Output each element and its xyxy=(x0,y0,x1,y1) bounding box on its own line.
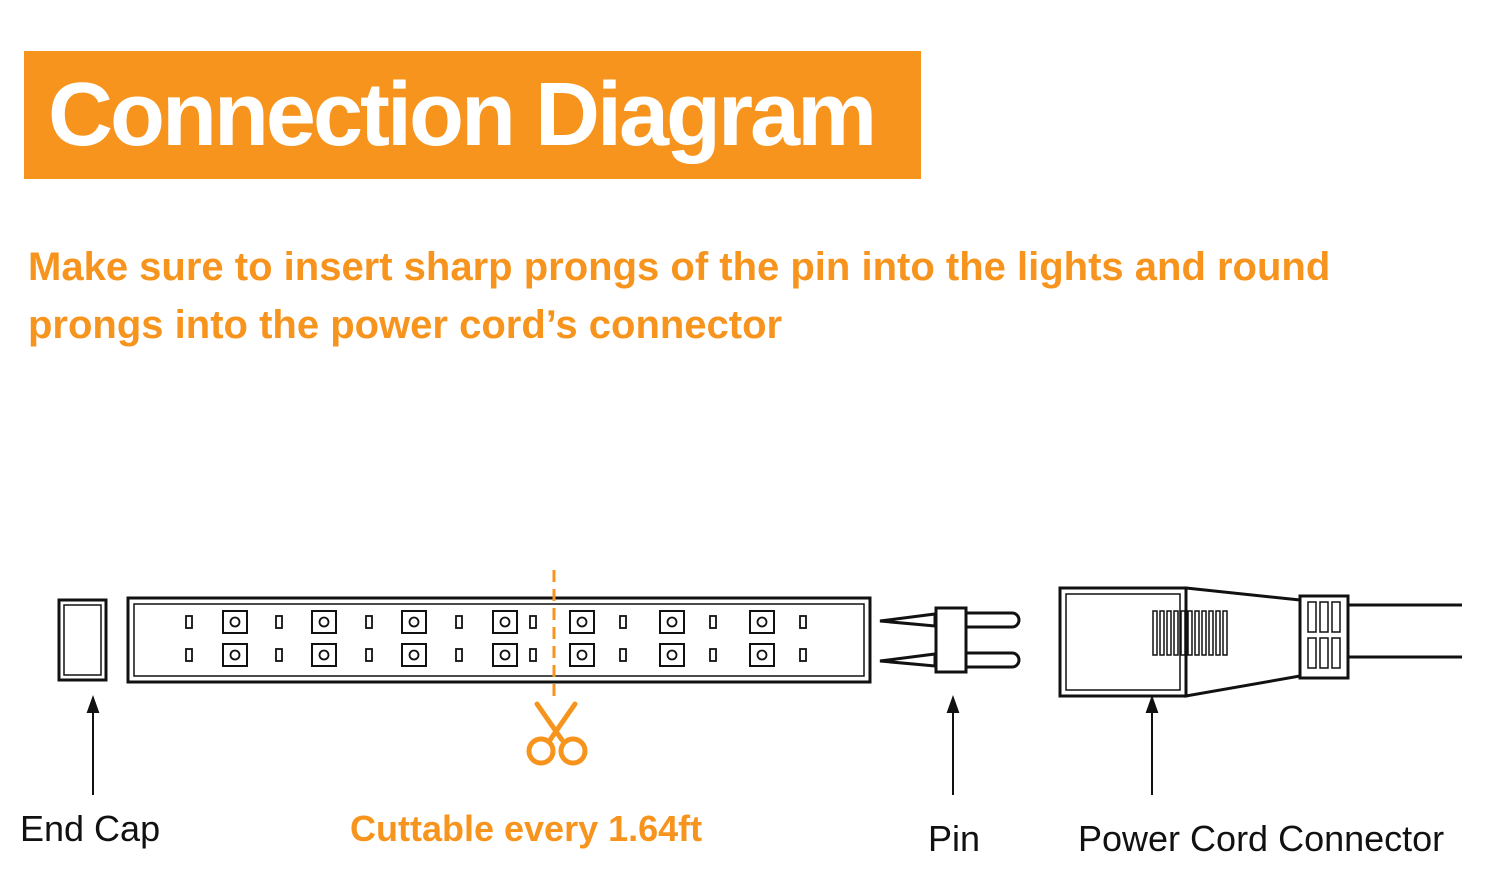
page-title: Connection Diagram xyxy=(48,65,877,165)
connector-fin xyxy=(1319,637,1329,669)
led-chip xyxy=(492,610,518,634)
led-chip xyxy=(569,643,595,667)
grip-ridge xyxy=(1222,610,1228,656)
resistor-chip xyxy=(365,615,373,629)
resistor-chip xyxy=(619,615,627,629)
led-strip xyxy=(126,596,872,684)
connector-fin xyxy=(1319,601,1329,633)
resistor-chip xyxy=(529,615,537,629)
resistor-chip xyxy=(185,648,193,662)
instruction-text: Make sure to insert sharp prongs of the … xyxy=(28,245,1331,347)
title-banner: Connection Diagram xyxy=(24,51,921,179)
grip-ridge xyxy=(1152,610,1158,656)
pointer-arrows xyxy=(86,695,1159,795)
resistor-chip xyxy=(709,615,717,629)
grip-ridges xyxy=(1152,610,1228,656)
grip-ridge xyxy=(1180,610,1186,656)
resistor-chip xyxy=(709,648,717,662)
resistor-chip xyxy=(529,648,537,662)
grip-ridge xyxy=(1194,610,1200,656)
pin-label: Pin xyxy=(928,818,981,859)
grip-ridge xyxy=(1173,610,1179,656)
grip-ridge xyxy=(1208,610,1214,656)
connector-fins xyxy=(1307,601,1341,669)
led-chip-row xyxy=(185,610,807,667)
resistor-chip xyxy=(185,615,193,629)
power-cord-connector-label: Power Cord Connector xyxy=(1078,818,1445,859)
resistor-chip xyxy=(275,648,283,662)
end-cap xyxy=(57,598,108,682)
connector-fin xyxy=(1307,637,1317,669)
grip-ridge xyxy=(1166,610,1172,656)
resistor-chip xyxy=(619,648,627,662)
resistor-chip xyxy=(455,615,463,629)
grip-ridge xyxy=(1215,610,1221,656)
led-chip xyxy=(222,610,248,634)
pin xyxy=(879,606,1021,674)
led-chip xyxy=(659,610,685,634)
connector-fin xyxy=(1331,601,1341,633)
led-chip xyxy=(311,610,337,634)
led-chip xyxy=(749,643,775,667)
connector-fin xyxy=(1331,637,1341,669)
led-chip xyxy=(401,610,427,634)
end-cap-label: End Cap xyxy=(20,808,161,849)
resistor-chip xyxy=(799,615,807,629)
led-chip xyxy=(569,610,595,634)
resistor-chip xyxy=(275,615,283,629)
connector-fin xyxy=(1307,601,1317,633)
resistor-chip xyxy=(365,648,373,662)
grip-ridge xyxy=(1187,610,1193,656)
led-chip xyxy=(222,643,248,667)
led-chip xyxy=(401,643,427,667)
cut-note-label: Cuttable every 1.64ft xyxy=(350,808,703,849)
led-chip xyxy=(311,643,337,667)
led-chip xyxy=(749,610,775,634)
led-chip xyxy=(492,643,518,667)
resistor-chip xyxy=(799,648,807,662)
grip-ridge xyxy=(1201,610,1207,656)
led-chip xyxy=(659,643,685,667)
grip-ridge xyxy=(1159,610,1165,656)
scissors-icon xyxy=(526,701,588,766)
power-cord-connector xyxy=(1058,586,1462,698)
resistor-chip xyxy=(455,648,463,662)
